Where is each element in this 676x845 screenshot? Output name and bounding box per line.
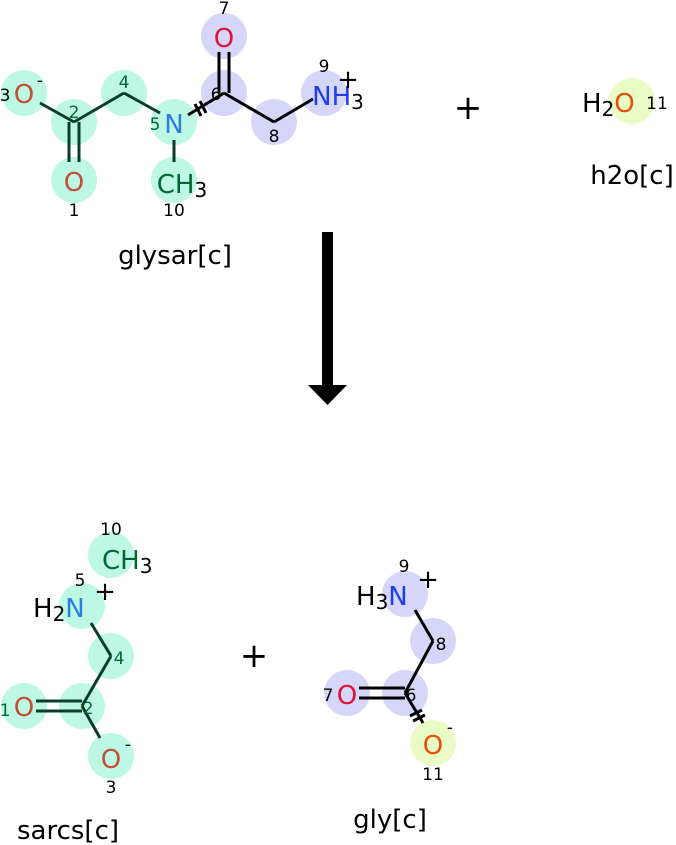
reaction-arrow <box>308 232 347 405</box>
molecule-sarcs: CH3 H2N + O O - 1 2 3 4 5 10 sarcs[c] <box>0 520 152 845</box>
atom-O1: O <box>14 693 34 723</box>
index-3: 3 <box>106 778 117 798</box>
bonds <box>39 52 314 162</box>
charge-plus: + <box>417 565 439 595</box>
index-4: 4 <box>119 73 130 93</box>
index-8: 8 <box>436 635 447 655</box>
molecule-glysar: O - O N CH3 O NH3 + 1 2 3 4 5 6 7 8 9 10… <box>0 0 364 271</box>
index-7: 7 <box>219 0 230 19</box>
atom-O1: O <box>64 168 84 198</box>
charge-plus: + <box>94 577 116 607</box>
charge-minus: - <box>37 71 43 91</box>
index-4: 4 <box>114 649 125 669</box>
molecule-name-glysar: glysar[c] <box>118 241 232 271</box>
index-6: 6 <box>406 686 417 706</box>
molecule-name-h2o: h2o[c] <box>590 161 674 191</box>
molecule-gly: H3N + O O - 6 7 8 9 11 gly[c] <box>323 557 456 835</box>
plus-sign: + <box>454 88 483 128</box>
index-11: 11 <box>646 94 668 114</box>
index-10: 10 <box>100 520 122 540</box>
atom-N5-amine: H2N <box>33 594 85 626</box>
index-7: 7 <box>323 686 334 706</box>
charge-plus: + <box>337 65 359 95</box>
index-6: 6 <box>211 85 222 105</box>
atom-N5: N <box>164 110 183 140</box>
molecule-name-sarcs: sarcs[c] <box>17 816 119 845</box>
molecule-name-gly: gly[c] <box>353 805 427 835</box>
h2o-formula: H2O <box>582 89 635 121</box>
index-9: 9 <box>399 557 410 577</box>
index-11: 11 <box>422 765 444 785</box>
atom-O3: O <box>101 745 121 775</box>
index-2: 2 <box>83 699 94 719</box>
index-3: 3 <box>0 86 10 106</box>
index-5: 5 <box>75 571 86 591</box>
atom-C10-methyl: CH3 <box>157 170 207 202</box>
index-10: 10 <box>163 201 185 221</box>
index-2: 2 <box>69 103 80 123</box>
index-9: 9 <box>319 57 330 77</box>
atom-N9-ammonium: NH3 <box>312 82 364 114</box>
index-5: 5 <box>150 115 161 135</box>
atom-C10-methyl: CH3 <box>102 546 152 578</box>
charge-minus: - <box>447 718 453 738</box>
index-8: 8 <box>269 127 280 147</box>
molecule-h2o: H2O 11 h2o[c] <box>582 78 674 191</box>
atom-O7: O <box>214 24 234 54</box>
atom-O7: O <box>337 681 357 711</box>
charge-minus: - <box>125 735 131 755</box>
atom-O11: O <box>423 731 443 761</box>
plus-sign: + <box>240 636 269 676</box>
atom-O3: O <box>14 80 34 110</box>
index-1: 1 <box>0 701 10 721</box>
atom-N9-ammonium: H3N <box>356 582 408 614</box>
index-1: 1 <box>69 201 80 221</box>
